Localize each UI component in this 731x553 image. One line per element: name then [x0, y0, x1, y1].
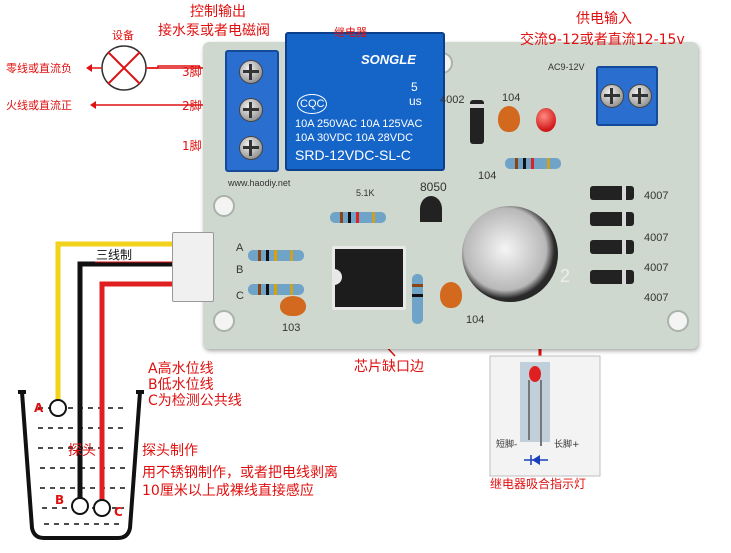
resistor [330, 212, 386, 223]
probe-b [71, 497, 89, 515]
relay-brand: SONGLE [361, 52, 416, 67]
pcb-conn-b: B [236, 264, 244, 276]
pcb-4007-4: 4007 [644, 292, 669, 304]
pcb-conn-a: A [236, 242, 244, 254]
resistor [412, 274, 423, 324]
resistor [248, 284, 304, 295]
wire-b-black [77, 261, 190, 500]
screw-icon [239, 98, 263, 122]
electrolytic-capacitor [462, 206, 558, 302]
ceramic-capacitor [498, 106, 520, 132]
label-device: 设备 [112, 29, 134, 42]
pcb-104-c: 104 [466, 314, 485, 326]
pcb-4007-1: 4007 [644, 190, 669, 202]
pcb-104-a: 104 [502, 92, 521, 104]
arrow-left-icon [86, 64, 92, 72]
abc-connector [172, 232, 214, 302]
diode-4002 [470, 100, 484, 144]
transistor-8050 [420, 196, 442, 222]
mount-hole [213, 195, 235, 217]
label-tank-c: C [114, 505, 123, 519]
output-terminal-block [225, 50, 279, 172]
ic-chip [332, 246, 406, 310]
pcb-cap-mark: 2 [560, 266, 571, 286]
relay-model: SRD-12VDC-SL-C [295, 147, 411, 163]
label-pin1: 1脚 [182, 139, 202, 153]
label-wire-a: A高水位线 [148, 361, 214, 377]
label-live: 火线或直流正 [6, 99, 72, 112]
chip-notch [332, 269, 342, 285]
label-probe-making-2: 10厘米以上成裸线直接感应 [142, 483, 314, 499]
pcb-103: 103 [282, 322, 301, 334]
input-terminal-block [596, 66, 658, 126]
screw-icon [628, 84, 652, 108]
mount-hole [213, 310, 235, 332]
pcb-website: www.haodiy.net [228, 178, 291, 188]
wire-c-red [99, 281, 190, 504]
screw-icon [239, 60, 263, 84]
screw-icon [600, 84, 624, 108]
relay-us: us [409, 94, 422, 108]
relay-rating-1: 10A 250VAC 10A 125VAC [295, 118, 423, 130]
resistor [248, 250, 304, 261]
label-tank-b: B [55, 493, 65, 507]
pcb-8050: 8050 [420, 180, 447, 194]
label-pin3: 3脚 [182, 65, 202, 79]
diode-icon [524, 455, 548, 465]
pcb-4007-2: 4007 [644, 232, 669, 244]
label-probe-making: 探头制作 [142, 443, 198, 459]
relay-five: 5 [411, 80, 418, 94]
red-led [536, 108, 556, 132]
label-wire-c: C为检测公共线 [148, 393, 242, 409]
arrow-left-icon [90, 101, 96, 109]
pcb-conn-c: C [236, 290, 244, 302]
wire-a-yellow [55, 241, 190, 404]
screw-icon [239, 136, 263, 160]
diode-4007 [590, 240, 634, 254]
label-control-output-2: 接水泵或者电磁阀 [158, 23, 270, 39]
label-probe-making-1: 用不锈钢制作，或者把电线剥离 [142, 465, 338, 481]
label-pin2: 2脚 [182, 99, 202, 113]
diode-4007 [590, 270, 634, 284]
pcb-4007-3: 4007 [644, 262, 669, 274]
diode-4007 [590, 186, 634, 200]
pcb-ac-label: AC9-12V [548, 62, 585, 72]
label-probe: 探头 [68, 443, 96, 459]
label-power-input-2: 交流9-12或者直流12-15v [520, 32, 685, 48]
label-led-long: 长脚+ [554, 440, 580, 450]
relay-component: SONGLE CQC us 5 10A 250VAC 10A 125VAC 10… [285, 32, 445, 171]
ceramic-capacitor [280, 296, 306, 316]
label-led-caption: 继电器吸合指示灯 [490, 477, 587, 491]
diode-4007 [590, 212, 634, 226]
ceramic-capacitor [440, 282, 462, 308]
label-control-output: 控制输出 [190, 4, 246, 20]
led-detail-box [489, 355, 601, 477]
label-neutral: 零线或直流负 [6, 62, 72, 75]
relay-rating-2: 10A 30VDC 10A 28VDC [295, 132, 414, 144]
label-chip-notch: 芯片缺口边 [354, 359, 424, 375]
label-led-short: 短脚- [496, 440, 518, 450]
pcb-4002: 4002 [440, 94, 465, 106]
label-power-input: 供电输入 [576, 11, 632, 27]
resistor [505, 158, 561, 169]
probe-c [93, 499, 111, 517]
pcb-104-b: 104 [478, 170, 497, 182]
relay-cqc: CQC [297, 94, 328, 114]
mount-hole [667, 310, 689, 332]
label-tank-a: A [34, 401, 44, 415]
device-icon [101, 45, 147, 91]
label-relay: 继电器 [334, 26, 367, 39]
pcb-res-mark: 5.1K [356, 188, 375, 198]
label-wire-b: B低水位线 [148, 377, 214, 393]
probe-a [49, 399, 67, 417]
label-three-wire: 三线制 [96, 248, 133, 262]
